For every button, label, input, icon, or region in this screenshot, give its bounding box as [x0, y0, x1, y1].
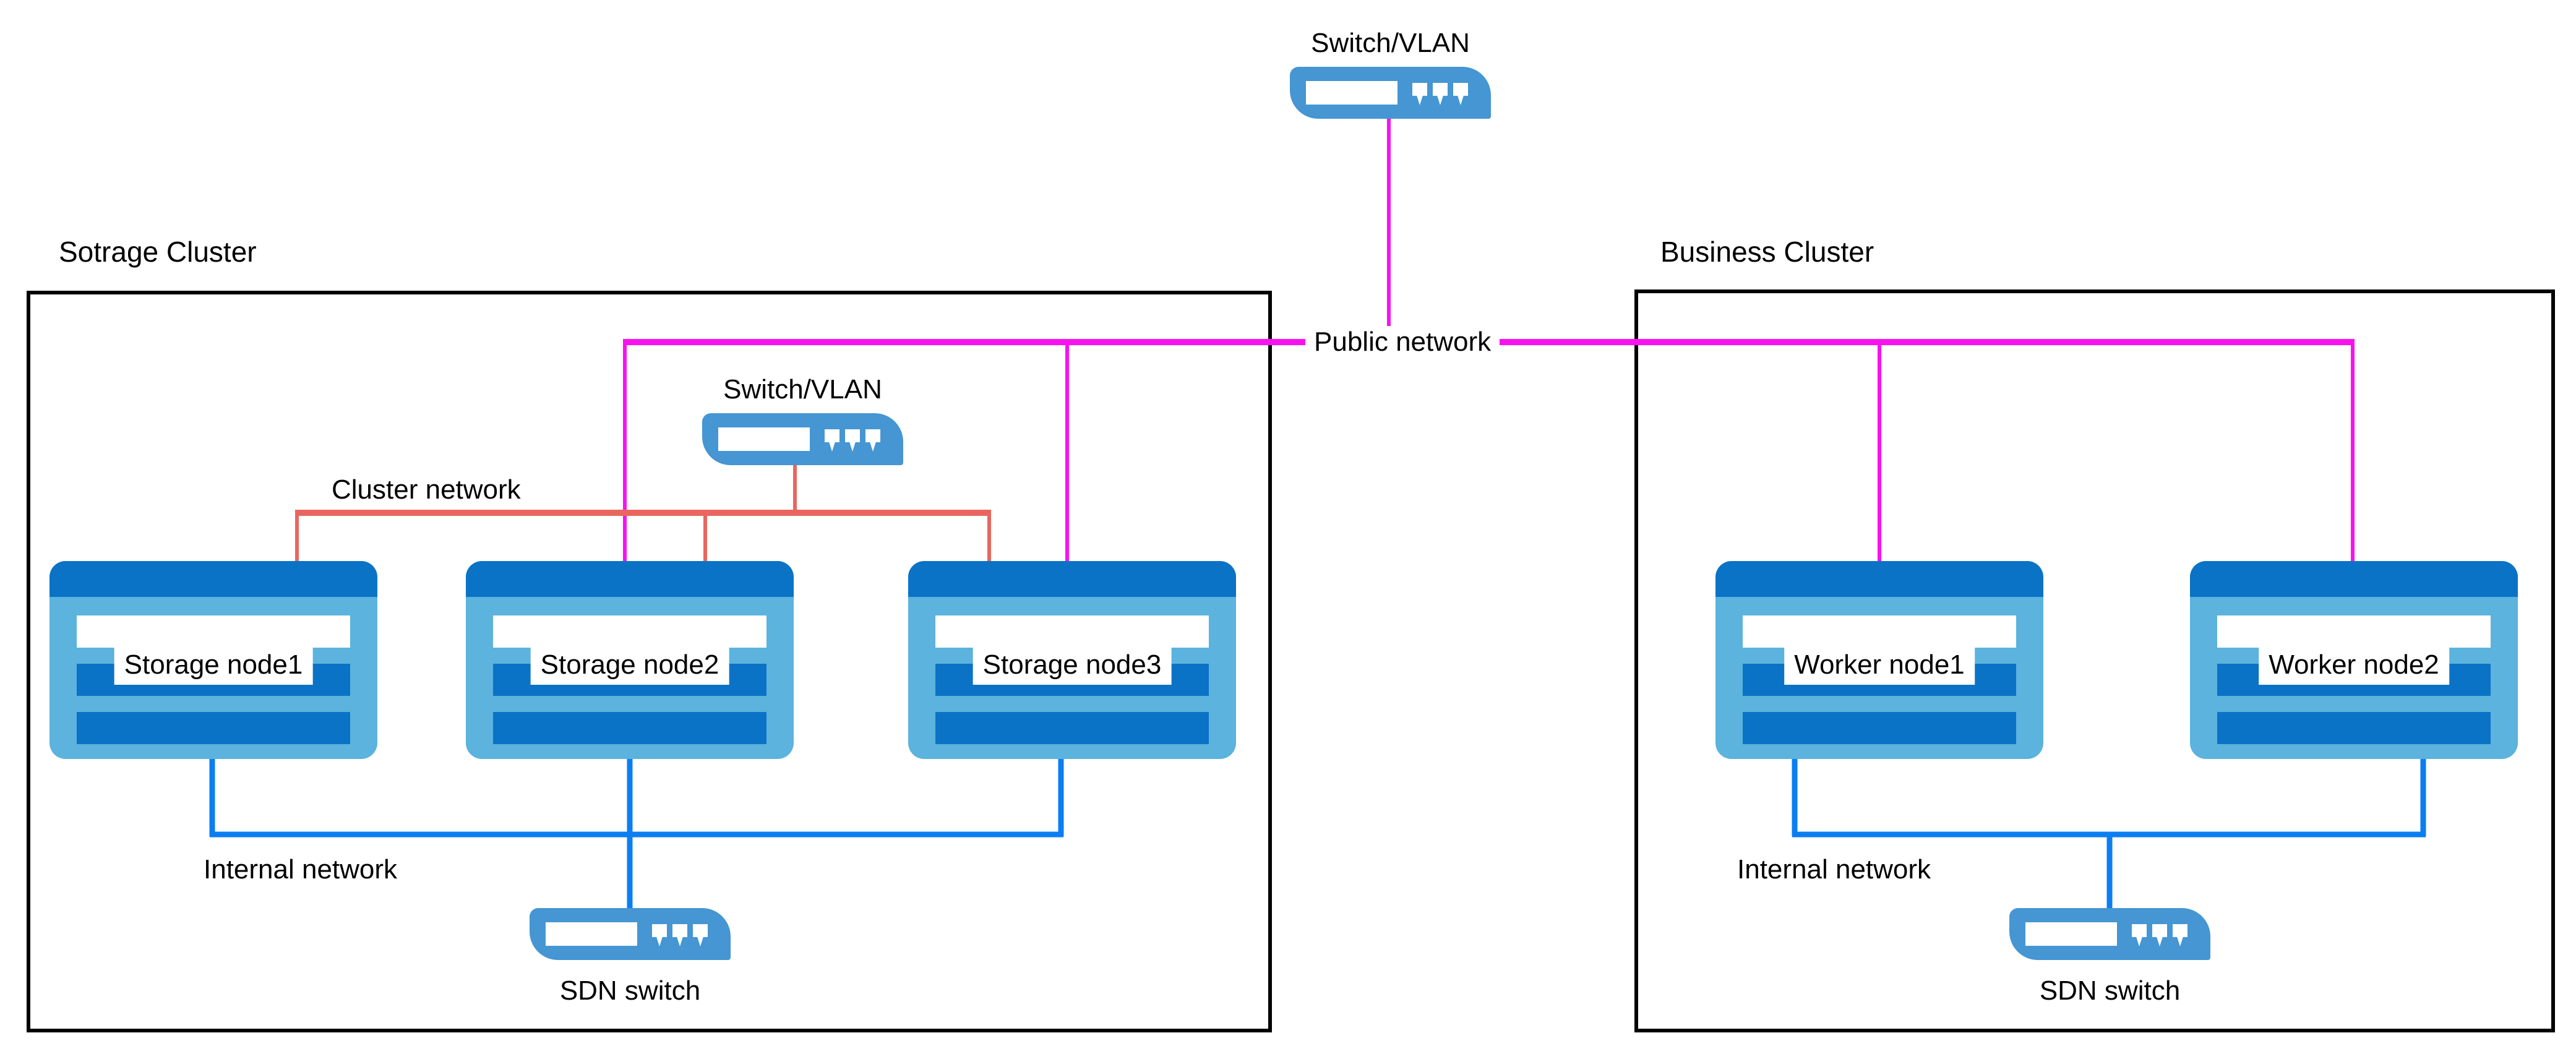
top-switch-label: Switch/VLAN — [1311, 28, 1470, 58]
storage-node-3: Storage node3 — [908, 561, 1236, 759]
node-drive-bar — [77, 712, 350, 744]
port-icon — [825, 429, 839, 452]
node-drive-slot — [77, 615, 350, 648]
port-icon — [845, 429, 860, 452]
top-switch-icon — [1290, 67, 1491, 119]
node-drive-bar — [935, 712, 1209, 744]
port-icon — [2132, 924, 2147, 946]
storage-cluster-title: Sotrage Cluster — [59, 236, 257, 268]
storage-sdn-switch-label: SDN switch — [559, 975, 701, 1006]
port-icon — [2152, 924, 2167, 946]
business-sdn-switch-icon — [2009, 908, 2210, 960]
storage-sdn-switch-icon — [530, 908, 731, 960]
node-header — [908, 561, 1236, 597]
storage-switch-label: Switch/VLAN — [723, 374, 882, 405]
switch-screen — [718, 427, 810, 451]
internal-network-lines-storage — [209, 756, 1064, 911]
port-icon — [1412, 83, 1427, 105]
node-drive-slot — [2217, 615, 2491, 648]
internal-network-label-storage: Internal network — [204, 854, 398, 885]
node-drive-bar — [493, 712, 766, 744]
business-cluster-title: Business Cluster — [1660, 236, 1874, 268]
node-drive-bar — [1743, 712, 2016, 744]
cluster-network-label: Cluster network — [332, 474, 521, 505]
node-label: Storage node3 — [972, 645, 1172, 685]
public-network-label: Public network — [1305, 326, 1500, 358]
storage-switch-icon — [702, 413, 903, 465]
switch-screen — [2025, 922, 2117, 946]
node-label: Worker node1 — [1784, 645, 1975, 685]
internal-network-label-business: Internal network — [1737, 854, 1931, 885]
storage-cluster-box — [27, 291, 1272, 1032]
port-icon — [693, 924, 708, 946]
port-icon — [1453, 83, 1468, 105]
business-sdn-switch-label: SDN switch — [2039, 975, 2181, 1006]
node-header — [1715, 561, 2043, 597]
port-icon — [672, 924, 687, 946]
node-label: Storage node1 — [114, 645, 313, 685]
cluster-network-lines — [295, 461, 991, 563]
node-header — [466, 561, 794, 597]
node-header — [2190, 561, 2518, 597]
internal-network-lines-business — [1792, 757, 2426, 911]
node-drive-slot — [493, 615, 766, 648]
switch-screen — [546, 922, 637, 946]
node-label: Worker node2 — [2259, 645, 2449, 685]
port-icon — [1433, 83, 1448, 105]
node-drive-slot — [935, 615, 1209, 648]
storage-node-2: Storage node2 — [466, 561, 794, 759]
node-drive-bar — [2217, 712, 2491, 744]
port-icon — [652, 924, 667, 946]
worker-node-2: Worker node2 — [2190, 561, 2518, 759]
node-label: Storage node2 — [530, 645, 729, 685]
port-icon — [865, 429, 880, 452]
node-header — [49, 561, 377, 597]
switch-screen — [1306, 81, 1397, 105]
port-icon — [2173, 924, 2187, 946]
worker-node-1: Worker node1 — [1715, 561, 2043, 759]
business-cluster-box — [1634, 289, 2555, 1032]
storage-node-1: Storage node1 — [49, 561, 377, 759]
node-drive-slot — [1743, 615, 2016, 648]
